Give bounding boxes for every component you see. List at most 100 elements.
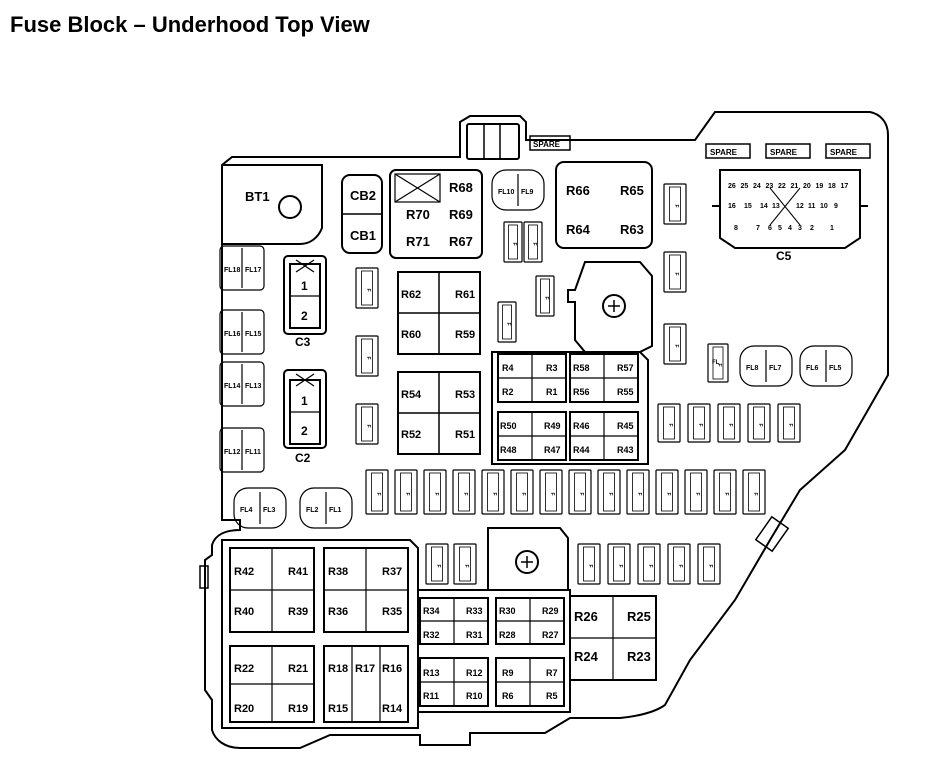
- connector-c5-pin: 25: [741, 183, 749, 190]
- relay-label-r5: R5: [546, 691, 558, 701]
- relay-label-r31: R31: [466, 630, 483, 640]
- mini-fuse-label: F: [435, 564, 441, 567]
- mini-fuse-label: F: [607, 492, 613, 495]
- fusible-link-label: FL4: [240, 507, 253, 514]
- fusible-link-label: FL17: [245, 267, 261, 274]
- connector-c5-pin: 21: [791, 183, 799, 190]
- fusible-link-label: FL: [712, 360, 720, 366]
- mini-fuse: [425, 543, 449, 585]
- mini-fuse-element: [583, 546, 595, 582]
- fusible-link-pair: [219, 245, 265, 291]
- top-tab: [466, 123, 520, 160]
- relay-label-r11: R11: [423, 691, 439, 701]
- mini-fuse-label: F: [667, 423, 673, 426]
- fusible-link-round: [799, 345, 853, 387]
- mini-fuse-element: [540, 278, 550, 314]
- relay-label-r2: R2: [502, 387, 514, 397]
- relay-label-r21: R21: [288, 663, 308, 675]
- mini-fuse-element: [400, 472, 412, 512]
- relay-block-r18: [323, 645, 409, 723]
- mini-fuse-label: F: [673, 344, 679, 347]
- connector-c5-pin: 23: [766, 183, 774, 190]
- relay-label-r50: R50: [500, 421, 517, 431]
- relay-label-r61: R61: [455, 289, 475, 301]
- latch: [199, 565, 209, 589]
- relay-label-r32: R32: [423, 630, 440, 640]
- mini-fuse: [510, 469, 534, 515]
- mini-fuse-label: F: [787, 423, 793, 426]
- connector-c5-pin: 22: [778, 183, 786, 190]
- fusible-link-label: FL3: [263, 507, 276, 514]
- fusible-link-label: FL15: [245, 331, 261, 338]
- mini-fuse-element: [693, 406, 705, 440]
- relay-label-r57: R57: [617, 363, 634, 373]
- mini-fuse-element: [632, 472, 644, 512]
- mini-fuse: [355, 403, 379, 445]
- connector-c5-pin: 24: [753, 183, 761, 190]
- relay-label-r34: R34: [423, 606, 440, 616]
- relay-label-r51: R51: [455, 429, 475, 441]
- mini-fuse-label: F: [433, 492, 439, 495]
- mini-fuse: [637, 543, 661, 585]
- mini-fuse-element: [431, 546, 443, 582]
- mini-fuse: [355, 267, 379, 309]
- relay-label-r15: R15: [328, 703, 348, 715]
- connector-c5-pin: 4: [788, 225, 792, 232]
- relay-label-r53: R53: [455, 389, 475, 401]
- relay-label-r43: R43: [617, 445, 634, 455]
- connector-c3-body: [283, 255, 327, 335]
- mini-fuse-element: [502, 304, 512, 340]
- relay-label-r69: R69: [449, 207, 473, 222]
- relay-label-r60: R60: [401, 329, 421, 341]
- mini-fuse-label: F: [707, 564, 713, 567]
- relay-label-r62: R62: [401, 289, 421, 301]
- mini-fuse-element: [712, 346, 724, 380]
- relay-label-r45: R45: [617, 421, 634, 431]
- mini-fuse: [707, 343, 729, 383]
- fusible-link-label: FL1: [329, 507, 342, 514]
- connector-c5-pin: 3: [798, 225, 802, 232]
- relay-label-r13: R13: [423, 668, 440, 678]
- fusible-link-label: FL11: [245, 449, 261, 456]
- battery-terminal: [278, 195, 302, 219]
- relay-label-r19: R19: [288, 703, 308, 715]
- page-title: Fuse Block – Underhood Top View: [10, 12, 370, 37]
- mini-fuse: [607, 543, 631, 585]
- relay-block-r66: [555, 161, 653, 249]
- mini-fuse: [365, 469, 389, 515]
- relay-label-r66: R66: [566, 183, 590, 198]
- mini-fuse-element: [361, 406, 373, 442]
- mini-fuse: [667, 543, 691, 585]
- mini-fuse-element: [669, 186, 681, 222]
- connector-c5-pin: 6: [768, 225, 772, 232]
- fusible-link-label: FL13: [245, 383, 261, 390]
- fusible-link-label: FL5: [829, 365, 842, 372]
- mini-fuse-label: F: [757, 423, 763, 426]
- spare-slot: [529, 135, 571, 151]
- relay-label-r71: R71: [406, 234, 430, 249]
- relay-label-r33: R33: [466, 606, 483, 616]
- mini-fuse-element: [429, 472, 441, 512]
- connector-c5-pin: 7: [756, 225, 760, 232]
- mini-fuse: [597, 469, 621, 515]
- mini-fuse-label: F: [694, 492, 700, 495]
- mini-fuse: [777, 403, 801, 443]
- relay-block-r68: [389, 169, 483, 259]
- mini-fuse-label: F: [727, 423, 733, 426]
- mini-fuse-element: [663, 406, 675, 440]
- mini-fuse-label: F: [578, 492, 584, 495]
- fusible-link-label: FL10: [498, 189, 514, 196]
- mini-fuse-element: [516, 472, 528, 512]
- mini-fuse: [655, 469, 679, 515]
- fusible-link-label: FL16: [224, 331, 240, 338]
- relay-label-r36: R36: [328, 606, 348, 618]
- connector-c5-pin: 12: [796, 203, 804, 210]
- mini-fuse-label: F: [463, 564, 469, 567]
- mini-fuse: [684, 469, 708, 515]
- relay-label-r37: R37: [382, 566, 402, 578]
- mini-fuse-element: [690, 472, 702, 512]
- fusible-link-label: FL18: [224, 267, 240, 274]
- relay-label-r67: R67: [449, 234, 473, 249]
- mini-fuse: [497, 301, 517, 343]
